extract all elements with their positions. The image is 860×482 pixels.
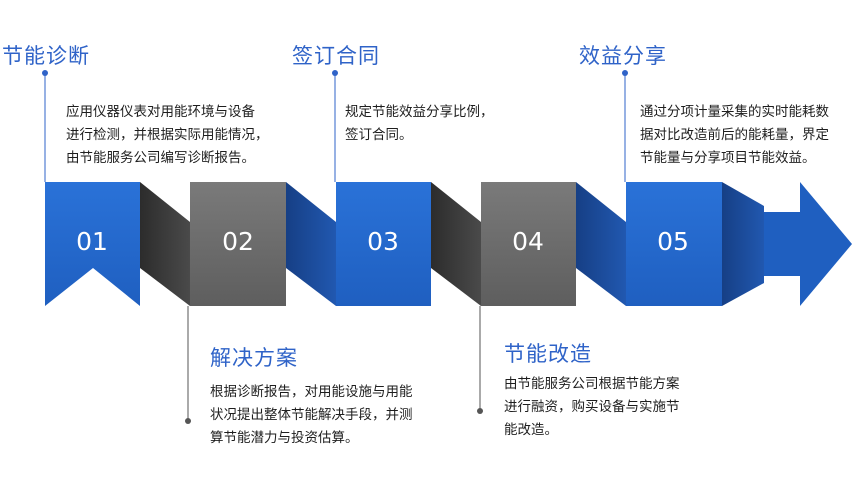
- step-02-desc-line: 状况提出整体节能解决手段，并测: [210, 407, 413, 423]
- step-02-panel: [190, 182, 286, 306]
- step-01-number: 01: [76, 227, 108, 256]
- step-03-title: 签订合同: [292, 44, 380, 68]
- step-05-desc-line: 据对比改造前后的能耗量，界定: [640, 127, 829, 143]
- connector-dot-2: [185, 418, 191, 424]
- step-05-panel: [626, 182, 722, 306]
- step-05-description: 通过分项计量采集的实时能耗数 据对比改造前后的能耗量，界定 节能量与分享项目节能…: [640, 101, 829, 170]
- fold-3-4: [431, 182, 481, 306]
- fold-2-3: [286, 182, 336, 306]
- step-03-description: 规定节能效益分享比例， 签订合同。: [345, 101, 494, 147]
- step-05-desc-line: 节能量与分享项目节能效益。: [640, 150, 816, 166]
- step-04-desc-line: 能改造。: [504, 422, 558, 438]
- step-01-title: 节能诊断: [2, 44, 90, 68]
- step-01-desc-line: 应用仪器仪表对用能环境与设备: [66, 104, 255, 120]
- step-01-panel: [45, 182, 140, 306]
- connector-dot-1: [42, 70, 48, 76]
- step-03-desc-line: 规定节能效益分享比例，: [345, 104, 494, 120]
- connector-dot-5: [622, 70, 628, 76]
- step-02-desc-line: 算节能潜力与投资估算。: [210, 430, 359, 446]
- step-04-title: 节能改造: [504, 342, 592, 366]
- step-04-desc-line: 进行融资，购买设备与实施节: [504, 399, 680, 415]
- step-01-description: 应用仪器仪表对用能环境与设备 进行检测，并根据实际用能情况， 由节能服务公司编写…: [66, 101, 269, 170]
- connector-dot-3: [332, 70, 338, 76]
- step-04-number: 04: [512, 227, 544, 256]
- step-03-panel: [336, 182, 431, 306]
- connector-dot-4: [477, 408, 483, 414]
- step-01-desc-line: 进行检测，并根据实际用能情况，: [66, 127, 269, 143]
- step-05-number: 05: [657, 227, 689, 256]
- step-02-desc-line: 根据诊断报告，对用能设施与用能: [210, 384, 413, 400]
- fold-1-2: [140, 182, 190, 306]
- step-04-panel: [481, 182, 576, 306]
- step-05-desc-line: 通过分项计量采集的实时能耗数: [640, 104, 829, 120]
- step-03-number: 03: [367, 227, 399, 256]
- fold-4-5: [576, 182, 626, 306]
- step-02-title: 解决方案: [210, 346, 298, 370]
- step-02-number: 02: [222, 227, 254, 256]
- arrow-fold: [722, 182, 764, 306]
- step-02-description: 根据诊断报告，对用能设施与用能 状况提出整体节能解决手段，并测 算节能潜力与投资…: [210, 381, 413, 450]
- step-05-title: 效益分享: [579, 44, 667, 68]
- step-04-desc-line: 由节能服务公司根据节能方案: [504, 376, 680, 392]
- step-03-desc-line: 签订合同。: [345, 127, 413, 143]
- arrow-head: [764, 182, 852, 306]
- step-01-desc-line: 由节能服务公司编写诊断报告。: [66, 150, 255, 166]
- step-04-description: 由节能服务公司根据节能方案 进行融资，购买设备与实施节 能改造。: [504, 373, 680, 442]
